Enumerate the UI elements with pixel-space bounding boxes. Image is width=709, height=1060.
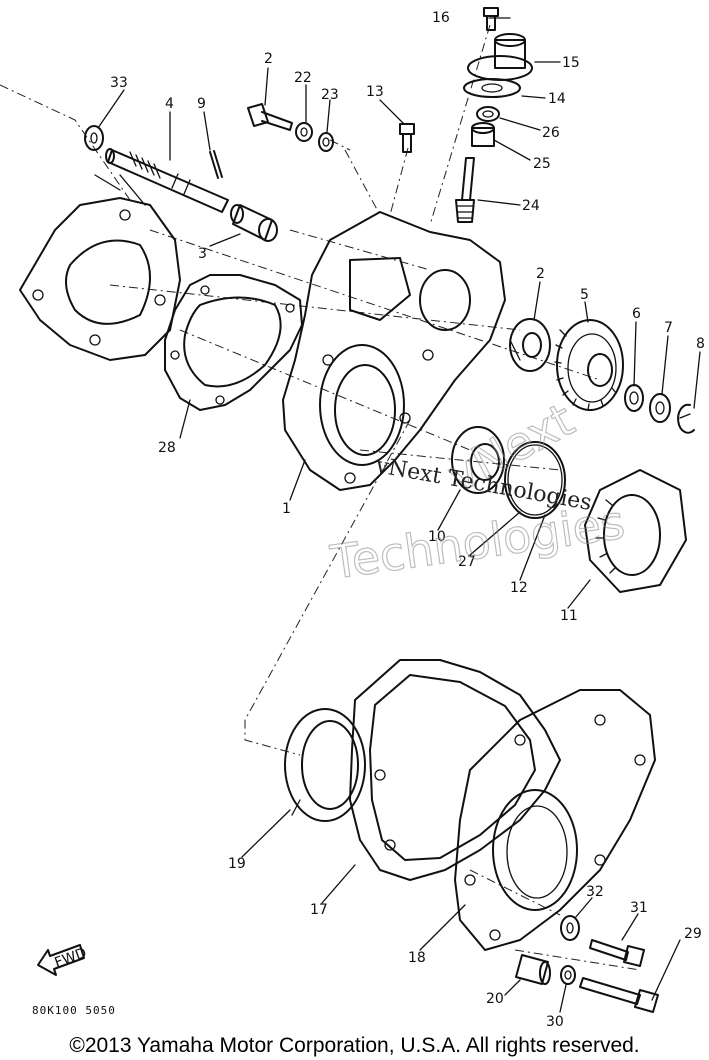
label-1: 1 bbox=[282, 501, 291, 517]
engine-case bbox=[19, 174, 181, 361]
copyright-text: ©2013 Yamaha Motor Corporation, U.S.A. A… bbox=[69, 1034, 640, 1057]
label-19: 19 bbox=[228, 856, 246, 872]
label-14: 14 bbox=[548, 91, 566, 107]
part-4-shaft bbox=[105, 148, 229, 213]
part-16-screw bbox=[483, 7, 499, 31]
part-2-bearing bbox=[509, 318, 551, 372]
label-18: 18 bbox=[408, 950, 426, 966]
label-5: 5 bbox=[580, 287, 589, 303]
part-5-gear bbox=[554, 319, 624, 411]
label-25: 25 bbox=[533, 156, 551, 172]
part-30-washer bbox=[560, 965, 576, 985]
label-24: 24 bbox=[522, 198, 540, 214]
label-33: 33 bbox=[110, 75, 128, 91]
figure-code: 80K100 5050 bbox=[32, 1004, 116, 1017]
label-9: 9 bbox=[197, 96, 206, 112]
label-11: 11 bbox=[560, 608, 578, 624]
part-10-bearing bbox=[451, 426, 505, 494]
leader-lines bbox=[97, 17, 701, 1013]
part-6-ring bbox=[624, 384, 644, 412]
watermark: vNext Technologies vNext Technologies bbox=[326, 392, 628, 591]
label-8: 8 bbox=[696, 336, 705, 352]
label-31: 31 bbox=[630, 900, 648, 916]
label-23: 23 bbox=[321, 87, 339, 103]
part-23-washer bbox=[318, 132, 334, 152]
label-16: 16 bbox=[432, 10, 450, 26]
part-8-circlip bbox=[677, 403, 695, 434]
part-2-bolt bbox=[247, 103, 293, 131]
part-22-washer bbox=[295, 122, 313, 142]
label-2-top: 2 bbox=[264, 51, 273, 67]
label-28: 28 bbox=[158, 440, 176, 456]
part-27-ring bbox=[504, 441, 566, 519]
part-33-washer bbox=[84, 125, 104, 151]
fwd-label: FWD bbox=[53, 945, 89, 971]
part-25-bushing bbox=[471, 122, 495, 147]
part-24-drive-gear bbox=[455, 157, 475, 223]
part-11-gear bbox=[584, 469, 687, 593]
label-7: 7 bbox=[664, 320, 673, 336]
part-17-gasket bbox=[349, 659, 561, 881]
part-26-seal bbox=[476, 106, 500, 122]
part-14-gasket bbox=[463, 78, 521, 98]
part-labels: 16 15 14 26 25 24 33 4 9 2 22 23 13 3 2 … bbox=[110, 10, 705, 1030]
part-9-pin bbox=[209, 150, 223, 179]
label-4: 4 bbox=[165, 96, 174, 112]
label-30: 30 bbox=[546, 1014, 564, 1030]
label-27: 27 bbox=[458, 554, 476, 570]
label-15: 15 bbox=[562, 55, 580, 71]
part-31-bolt bbox=[589, 939, 645, 967]
label-32: 32 bbox=[586, 884, 604, 900]
label-17: 17 bbox=[310, 902, 328, 918]
label-6: 6 bbox=[632, 306, 641, 322]
part-7-washer bbox=[649, 393, 671, 423]
label-12: 12 bbox=[510, 580, 528, 596]
label-10: 10 bbox=[428, 529, 446, 545]
label-2-right: 2 bbox=[536, 266, 545, 282]
part-28-gasket bbox=[164, 274, 303, 411]
label-29: 29 bbox=[684, 926, 702, 942]
fwd-arrow-icon: FWD bbox=[37, 944, 89, 976]
label-22: 22 bbox=[294, 70, 312, 86]
part-13-bolt bbox=[399, 123, 415, 153]
part-3-collar bbox=[230, 204, 278, 242]
part-20-dowel bbox=[515, 954, 551, 985]
part-15-housing bbox=[467, 33, 533, 81]
part-29-bolt bbox=[579, 977, 659, 1013]
label-3: 3 bbox=[198, 246, 207, 262]
label-13: 13 bbox=[366, 84, 384, 100]
assembly-lines bbox=[0, 24, 641, 971]
part-19-seal bbox=[284, 708, 366, 822]
part-32-washer bbox=[560, 915, 580, 941]
label-26: 26 bbox=[542, 125, 560, 141]
label-20: 20 bbox=[486, 991, 504, 1007]
parts-diagram: FWD 16 bbox=[0, 7, 705, 1030]
part-18-cover bbox=[454, 689, 656, 951]
part-1-cover bbox=[282, 211, 506, 491]
